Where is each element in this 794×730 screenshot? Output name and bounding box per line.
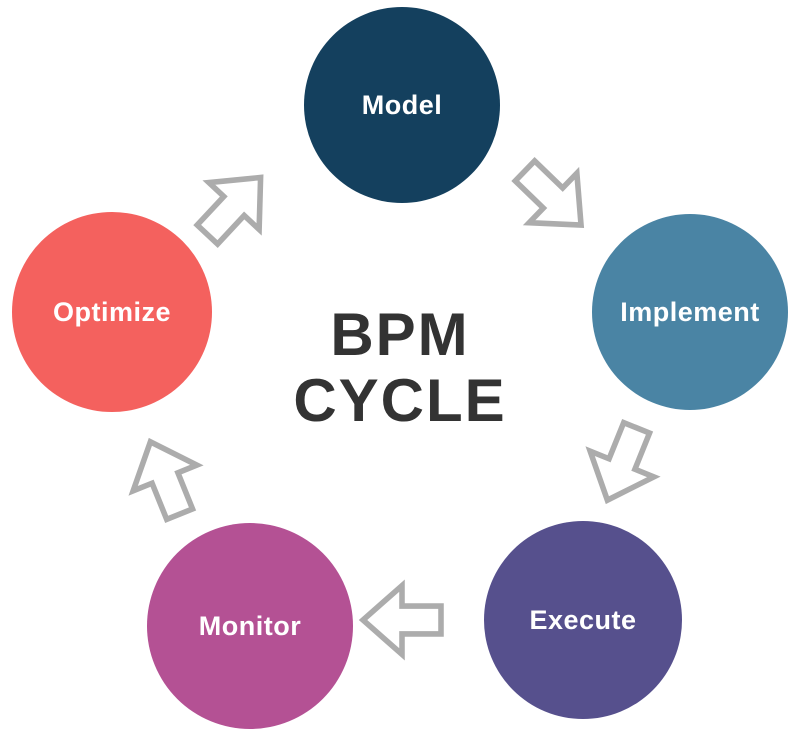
stage-label-model: Model bbox=[361, 89, 443, 120]
cycle-title-line2: CYCLE bbox=[293, 367, 507, 434]
arrow-model-to-implement-icon bbox=[496, 141, 611, 255]
stage-label-optimize: Optimize bbox=[52, 296, 171, 327]
stage-node-model: Model bbox=[304, 7, 500, 203]
arrow-monitor-to-optimize-icon bbox=[113, 424, 217, 531]
cycle-title: BPM CYCLE bbox=[247, 302, 553, 434]
cycle-title-line1: BPM bbox=[330, 301, 470, 368]
arrow-execute-to-monitor-icon bbox=[358, 579, 444, 661]
stage-label-execute: Execute bbox=[529, 604, 637, 635]
arrow-optimize-to-model-icon bbox=[177, 149, 291, 264]
stage-node-execute: Execute bbox=[484, 521, 682, 719]
stage-node-optimize: Optimize bbox=[12, 212, 212, 412]
stage-node-implement: Implement bbox=[592, 214, 788, 410]
arrow-implement-to-execute-icon bbox=[570, 410, 674, 517]
stage-label-implement: Implement bbox=[620, 296, 760, 327]
stage-node-monitor: Monitor bbox=[147, 523, 353, 729]
stage-label-monitor: Monitor bbox=[198, 610, 302, 641]
